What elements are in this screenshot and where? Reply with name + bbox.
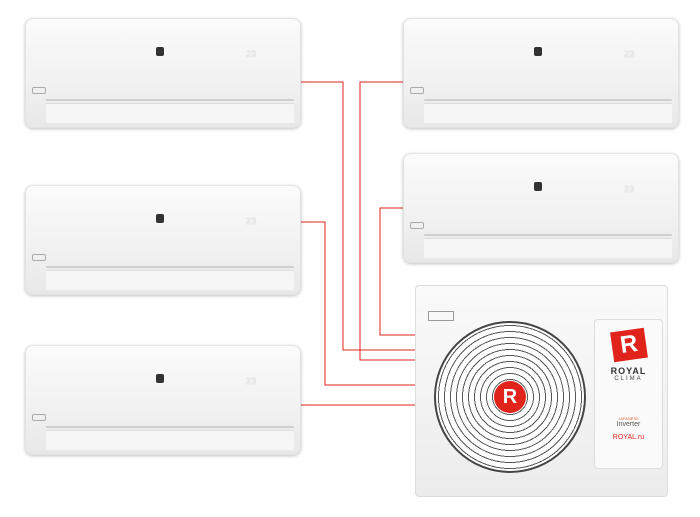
brand-logo-icon (534, 182, 542, 191)
badge-icon (410, 87, 424, 94)
brand-name: ROYAL (610, 366, 647, 376)
indoor-unit-3: 23 (25, 345, 301, 455)
temperature-display: 23 (246, 376, 257, 386)
website-label: ROYAL.ru (612, 434, 645, 441)
temperature-display: 23 (246, 49, 257, 59)
royal-logo-icon: R (609, 327, 648, 363)
fan-icon: R (434, 321, 586, 473)
brand-logo-icon (534, 47, 542, 56)
air-flap (424, 103, 672, 123)
fan-hub-logo: R (494, 381, 526, 413)
inverter-text: Inverter (616, 421, 641, 428)
indoor-unit-1: 23 (25, 18, 301, 128)
air-flap (46, 103, 294, 123)
air-flap (424, 238, 672, 258)
badge-icon (32, 254, 46, 261)
temperature-display: 23 (624, 184, 635, 194)
badge-icon (32, 414, 46, 421)
brand-logo-icon (156, 47, 164, 56)
temperature-display: 23 (246, 216, 257, 226)
badge-icon (32, 87, 46, 94)
brand-logo-icon (156, 214, 164, 223)
brand-sub: CLIMA (614, 376, 643, 382)
badge-icon (410, 222, 424, 229)
indoor-unit-5: 23 (403, 153, 679, 263)
brand-logo-icon (156, 374, 164, 383)
air-flap (46, 270, 294, 290)
indoor-unit-2: 23 (25, 185, 301, 295)
air-flap (46, 430, 294, 450)
vent-grille (428, 311, 454, 321)
indoor-unit-4: 23 (403, 18, 679, 128)
inverter-tag: JAPANESE (618, 416, 639, 421)
temperature-display: 23 (624, 49, 635, 59)
